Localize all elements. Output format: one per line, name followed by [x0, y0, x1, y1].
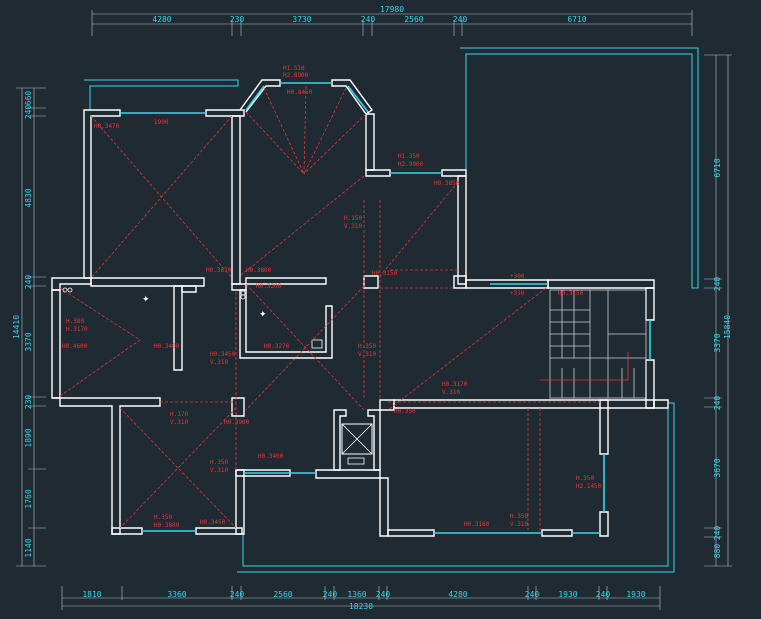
annotation: H.170	[170, 411, 188, 418]
bottom-dim-10: 1930	[558, 590, 577, 599]
annotation: V.310	[510, 521, 528, 528]
bottom-dim-7: 240	[376, 590, 391, 599]
annotation: H1.510	[283, 65, 305, 72]
light-markers: ✦ ✦	[142, 295, 267, 320]
annotation: V.310	[210, 467, 228, 474]
annotation: H.150	[344, 215, 362, 222]
bottom-dim-12: 1930	[626, 590, 645, 599]
bottom-dim-1: 1810	[82, 590, 101, 599]
right-dim-4: 240	[713, 396, 722, 411]
bottom-dim-4: 2560	[273, 590, 292, 599]
annotation: V.310	[442, 389, 460, 396]
walls	[51, 79, 669, 537]
top-dim-3: 3730	[292, 15, 311, 24]
annotation: H.350	[154, 514, 172, 521]
ceiling-lines	[59, 85, 600, 530]
right-dim-6: 240	[713, 526, 722, 541]
top-dim-1: 4280	[152, 15, 171, 24]
annotation: H0.3200	[256, 283, 282, 290]
bottom-dim-8: 4280	[448, 590, 467, 599]
annotation: H2.9900	[398, 161, 424, 168]
light-icon: ✦	[142, 295, 150, 305]
left-dim-5: 3370	[24, 332, 33, 351]
annotation: H0.3450	[210, 351, 236, 358]
annotations: H1.510 H2.8900 H0.8450 H0.3470 1900 H1.3…	[62, 65, 602, 529]
top-dim-5: 2560	[404, 15, 423, 24]
annotation: H0.3150	[372, 270, 398, 277]
annotation: H0.8450	[287, 89, 313, 96]
annotation: H0.3400	[154, 343, 180, 350]
left-dim-6: 230	[24, 395, 33, 410]
dimension-left: 14410 240 660 4830 240 3370 230 1890 176…	[12, 87, 46, 567]
right-dim-2: 240	[713, 277, 722, 292]
annotation: H0.3450	[200, 519, 226, 526]
bottom-dim-6: 1360	[347, 590, 366, 599]
terrace-outlines	[84, 47, 699, 573]
annotation: V.310	[210, 359, 228, 366]
annotation: H0.350	[394, 408, 416, 415]
dimension-bottom: 18230 1810 3360 240 2560 240 1360 240 42…	[61, 586, 661, 611]
annotation: H0.3400	[258, 453, 284, 460]
top-dim-2: 230	[230, 15, 245, 24]
left-dim-8: 1760	[24, 489, 33, 508]
right-dim-7: 880	[713, 544, 722, 559]
left-dim-1: 240	[24, 105, 33, 120]
annotation: H.380	[66, 318, 84, 325]
annotation: H2.1450	[576, 483, 602, 490]
annotation: +300	[510, 273, 525, 280]
annotation: H0.3800	[154, 522, 180, 529]
annotation: H0.3270	[264, 343, 290, 350]
annotation: H0.3670	[206, 267, 232, 274]
right-dim-5: 3670	[713, 458, 722, 477]
annotation: H0.3800	[246, 267, 272, 274]
annotation: H2.8900	[283, 72, 309, 79]
annotation: H0.3170	[442, 381, 468, 388]
annotation: H0.3900	[224, 419, 250, 426]
bottom-total-dim: 18230	[349, 602, 373, 611]
annotation: H0.3150	[558, 290, 584, 297]
annotation: H.350	[210, 459, 228, 466]
annotation: H0.4600	[62, 343, 88, 350]
annotation: H.3170	[66, 326, 88, 333]
left-total-dim: 14410	[12, 315, 21, 339]
annotation: H.350	[358, 343, 376, 350]
windows	[120, 82, 651, 534]
right-total-dim: 15840	[723, 315, 732, 339]
annotation: H.350	[510, 513, 528, 520]
top-total-dim: 17980	[380, 5, 404, 14]
bottom-dim-5: 240	[323, 590, 338, 599]
left-dim-2: 660	[24, 91, 33, 106]
staircase	[540, 289, 647, 399]
annotation: V.310	[344, 223, 362, 230]
bottom-dim-2: 3360	[167, 590, 186, 599]
left-dim-4: 240	[24, 275, 33, 290]
dimension-top: 17980 4280 230 3730 240 2560 240 6710	[91, 5, 693, 36]
bottom-dim-3: 240	[230, 590, 245, 599]
bottom-dim-11: 240	[596, 590, 611, 599]
annotation: V.310	[358, 351, 376, 358]
right-dim-1: 6710	[713, 158, 722, 177]
annotation: H1.350	[398, 153, 420, 160]
annotation: 1900	[154, 119, 169, 126]
bottom-dim-9: 240	[525, 590, 540, 599]
light-icon: ✦	[259, 310, 267, 320]
annotation: H.350	[576, 475, 594, 482]
dimension-right: 15840 6710 240 3370 240 3670 240 880	[704, 54, 732, 567]
annotation: H0.3850	[434, 180, 460, 187]
bath-fixture-icon	[62, 287, 373, 465]
top-dim-6: 240	[453, 15, 468, 24]
annotation: H0.3470	[94, 123, 120, 130]
top-dim-7: 6710	[567, 15, 586, 24]
right-dim-3: 3370	[713, 333, 722, 352]
annotation: +310	[510, 290, 525, 297]
left-dim-9: 1140	[24, 538, 33, 557]
left-dim-7: 1890	[24, 428, 33, 447]
annotation: V.310	[170, 419, 188, 426]
left-dim-3: 4830	[24, 188, 33, 207]
top-dim-4: 240	[361, 15, 376, 24]
annotation: H0.3160	[464, 521, 490, 528]
